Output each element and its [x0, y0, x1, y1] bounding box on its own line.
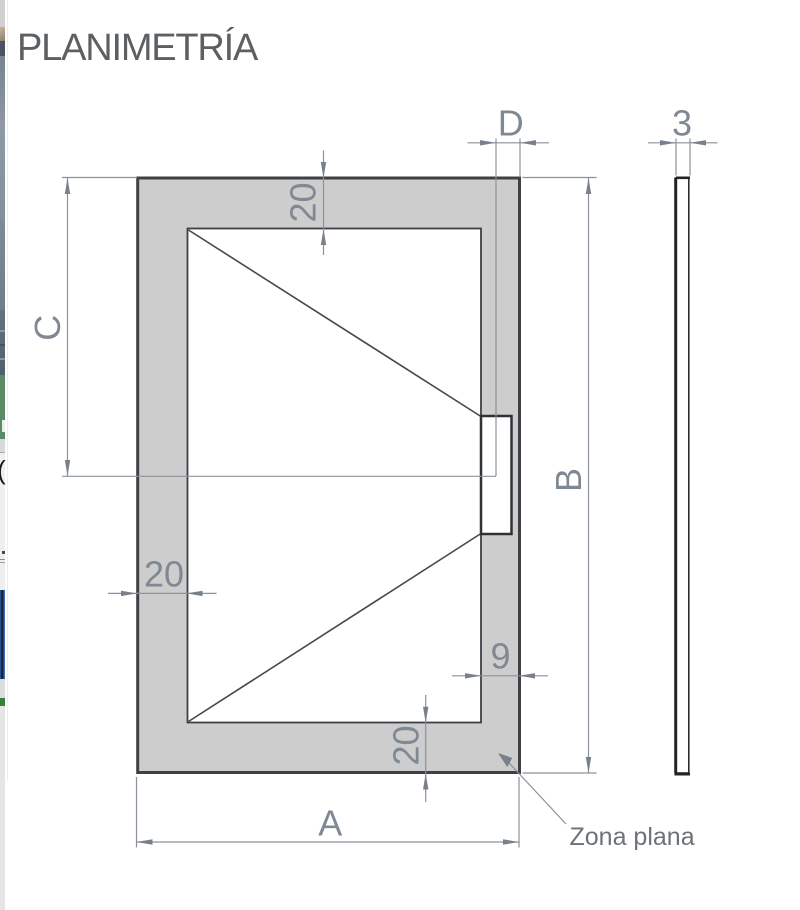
svg-text:3: 3 [672, 103, 692, 144]
svg-text:C: C [27, 315, 68, 341]
svg-text:A: A [318, 802, 342, 843]
svg-text:20: 20 [385, 725, 426, 765]
svg-text:B: B [548, 468, 589, 492]
svg-text:20: 20 [144, 554, 184, 595]
svg-text:Zona plana: Zona plana [570, 823, 695, 851]
svg-text:9: 9 [490, 635, 510, 676]
svg-text:20: 20 [283, 182, 324, 222]
svg-text:D: D [498, 103, 524, 144]
